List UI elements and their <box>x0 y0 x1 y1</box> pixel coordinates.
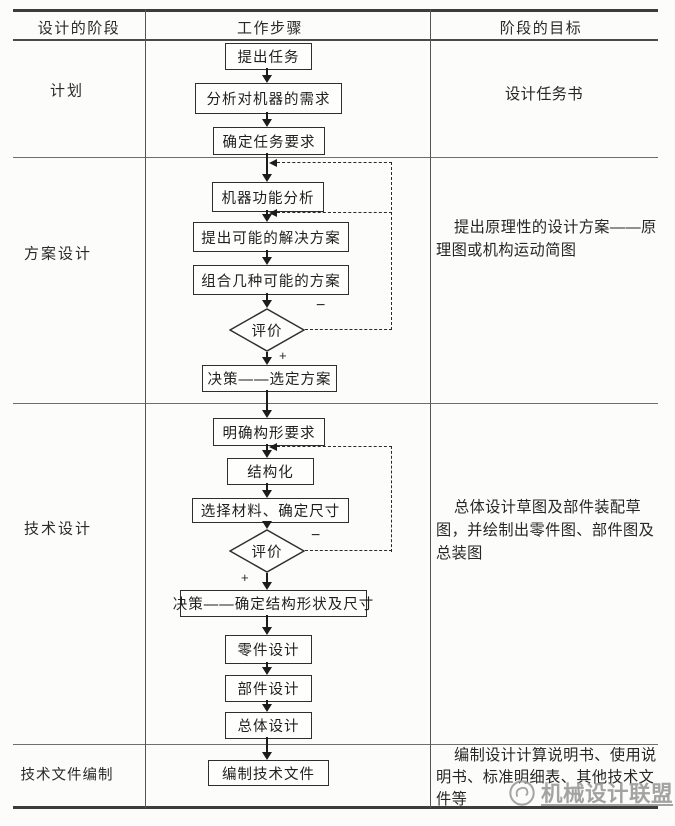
flow-box-compile-technical-documents: 编制技术文件 <box>208 760 329 786</box>
diamond-label: 评价 <box>251 323 283 340</box>
feedback-dashed-line <box>391 162 392 330</box>
feedback-dashed-line <box>277 212 392 213</box>
flow-box-analyze-machine-requirements: 分析对机器的需求 <box>195 83 342 114</box>
flow-arrowhead <box>262 356 272 365</box>
flow-box-define-task-requirements: 确定任务要求 <box>213 127 325 155</box>
flow-box-propose-task: 提出任务 <box>225 43 312 70</box>
row-divider-3 <box>13 744 658 745</box>
flow-connector <box>266 615 268 627</box>
table-header-divider <box>13 39 658 41</box>
row-divider-2 <box>13 403 658 404</box>
flow-arrowhead <box>262 256 272 265</box>
flow-connector <box>266 293 268 300</box>
evaluation-negative-label: − <box>316 297 326 314</box>
flow-arrowhead <box>262 581 272 590</box>
flow-connector <box>266 444 268 450</box>
phase-label-technical-design: 技术设计 <box>23 520 93 538</box>
flow-connector <box>266 210 268 214</box>
feedback-dashed-line <box>391 446 392 552</box>
flow-arrowhead <box>262 520 272 529</box>
flow-arrowhead <box>262 626 272 635</box>
diamond-shape <box>229 308 305 352</box>
phase-label-document-compilation: 技术文件编制 <box>20 767 114 784</box>
watermark: 机械设计联盟 <box>508 777 673 808</box>
flow-box-structuring: 结构化 <box>227 458 314 485</box>
flow-connector <box>266 112 268 119</box>
flow-box-combine-possible-schemes: 组合几种可能的方案 <box>193 265 349 295</box>
evaluation-positive-label: + <box>279 348 287 363</box>
column-divider-2 <box>430 9 432 808</box>
watermark-logo-icon <box>509 779 535 806</box>
flow-box-decision-select-scheme: 决策——选定方案 <box>202 365 337 392</box>
diamond-label: 评价 <box>251 544 283 561</box>
flow-connector <box>266 737 268 752</box>
phase-label-scheme-design: 方案设计 <box>23 245 93 263</box>
flow-decision-evaluate-1: 评价 <box>229 308 305 352</box>
flow-box-overall-design: 总体设计 <box>225 712 312 739</box>
feedback-dashed-line <box>305 329 392 330</box>
diamond-shape <box>229 529 305 573</box>
feedback-arrowhead <box>269 442 277 451</box>
flow-connector <box>266 250 268 257</box>
flow-arrowhead <box>262 213 272 222</box>
header-phase-goal: 阶段的目标 <box>499 20 583 37</box>
flow-arrowhead <box>262 703 272 712</box>
evaluation-negative-label: − <box>311 527 321 544</box>
flow-box-select-materials-dimensions: 选择材料、确定尺寸 <box>192 498 349 523</box>
flow-arrowhead <box>262 489 272 498</box>
goal-document-compilation: 编制设计计算说明书、使用说 明书、标准明细表、其他技术文 件等 <box>436 747 657 808</box>
flow-connector <box>266 153 268 174</box>
phase-label-plan: 计划 <box>49 82 85 100</box>
table-bottom-border <box>13 806 658 809</box>
watermark-text: 机械设计联盟 <box>541 782 674 806</box>
flow-box-decision-determine-structure: 决策——确定结构形状及尺寸 <box>173 590 373 617</box>
flow-connector <box>266 573 268 582</box>
feedback-dashed-line <box>305 550 392 551</box>
flow-connector <box>266 483 268 490</box>
goal-plan: 设计任务书 <box>505 86 583 103</box>
feedback-dashed-line <box>277 446 392 447</box>
column-divider-1 <box>145 9 147 808</box>
goal-scheme-design: 提出原理性的设计方案——原 理图或机构运动简图 <box>436 219 657 259</box>
flow-box-clarify-configuration: 明确构形要求 <box>213 418 325 446</box>
flow-box-part-design: 零件设计 <box>225 635 312 664</box>
flow-arrowhead <box>262 118 272 127</box>
flow-arrowhead <box>262 751 272 760</box>
feedback-arrowhead <box>269 158 277 167</box>
flow-box-machine-function-analysis: 机器功能分析 <box>212 182 324 212</box>
flow-arrowhead <box>262 74 272 83</box>
table-top-border <box>13 9 658 12</box>
header-work-steps: 工作步骤 <box>236 20 304 37</box>
flow-arrowhead <box>262 666 272 675</box>
flow-connector <box>266 662 268 667</box>
flow-box-propose-solutions: 提出可能的解决方案 <box>193 222 349 252</box>
flow-arrowhead <box>262 299 272 308</box>
flow-connector <box>266 352 268 357</box>
flow-connector <box>266 390 268 410</box>
flow-arrowhead <box>262 173 272 182</box>
flow-connector <box>266 68 268 75</box>
evaluation-positive-label: + <box>241 570 249 585</box>
flow-box-component-design: 部件设计 <box>225 675 312 702</box>
goal-technical-design: 总体设计草图及部件装配草 图，并绘制出零件图、部件图及 总装图 <box>436 499 655 562</box>
flow-decision-evaluate-2: 评价 <box>229 529 305 573</box>
flow-arrowhead <box>262 449 272 458</box>
feedback-dashed-line <box>277 162 392 163</box>
flow-arrowhead <box>262 409 272 418</box>
flow-connector <box>266 700 268 704</box>
feedback-arrowhead <box>269 208 277 217</box>
row-divider-1 <box>13 157 658 158</box>
header-design-phase: 设计的阶段 <box>37 20 121 37</box>
